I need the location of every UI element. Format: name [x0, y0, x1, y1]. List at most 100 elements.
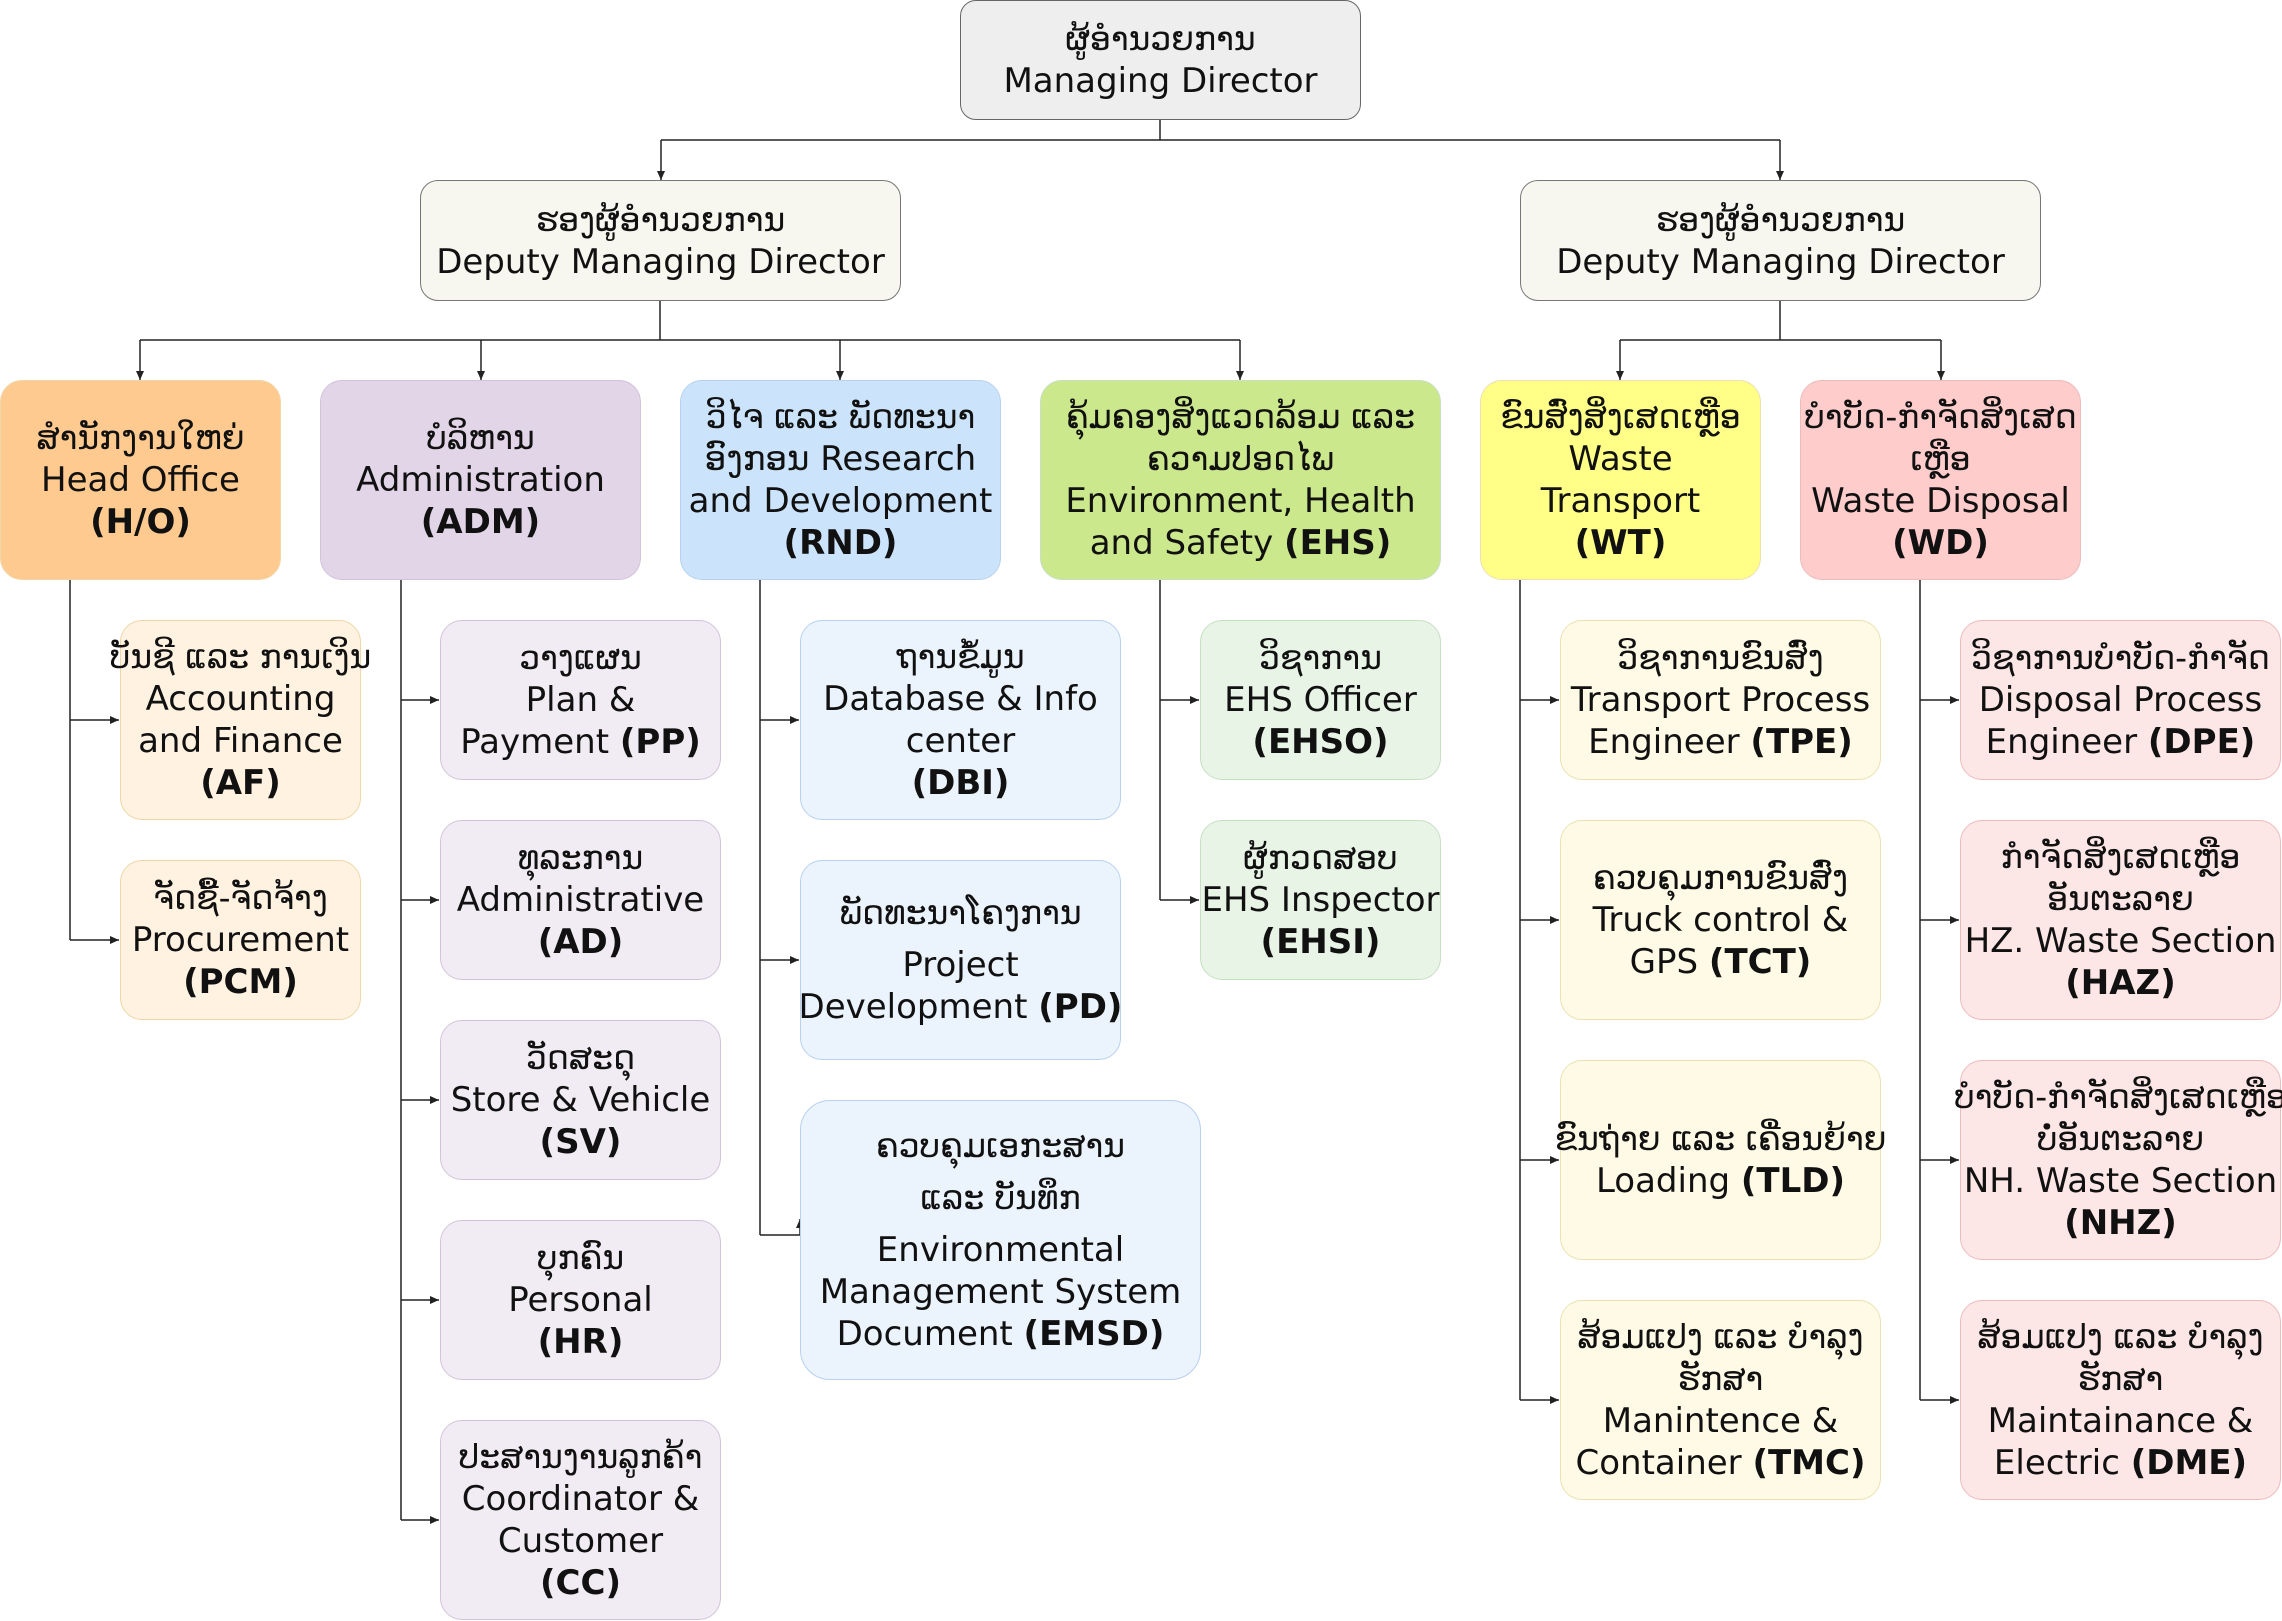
adm-line-1: Administration [356, 459, 605, 501]
ehs-line-3-code: (EHS) [1284, 523, 1392, 563]
pd-line-2: Development (PD) [799, 986, 1123, 1028]
dbi-line-1-text: Database & Info [823, 679, 1098, 719]
pcm-line-2-code: (PCM) [183, 962, 298, 1002]
ad-line-0: ທຸລະການ [518, 837, 644, 879]
pp-line-2-text: Payment [460, 722, 620, 762]
emsd-line-2: Environmental [877, 1229, 1124, 1271]
haz-line-0-text: ກຳຈັດສິ່ງເສດເຫຼືອ [2000, 837, 2241, 876]
hr-line-1: Personal [508, 1279, 653, 1321]
wd-line-0: ບຳບັດ-ກຳຈັດສິ່ງເສດ [1804, 396, 2077, 438]
ho-line-2: (H/O) [90, 501, 191, 543]
md-line-0-text: ຜູ້ອຳນວຍການ [1065, 19, 1256, 58]
ehso-line-1: EHS Officer [1224, 679, 1417, 721]
wd-line-1: ເຫຼືອ [1910, 438, 1970, 480]
ho-line-1: Head Office [41, 459, 240, 501]
nhz-line-1: ບໍ່ອັນຕະລາຍ [2037, 1118, 2204, 1160]
pd-line-2-text: Development [798, 987, 1039, 1027]
wd-line-0-text: ບຳບັດ-ກຳຈັດສິ່ງເສດ [1804, 397, 2077, 436]
ehsi-line-1-text: EHS Inspector [1201, 880, 1440, 920]
pd-line-0: ພັດທະນາໂຄງການ [839, 892, 1081, 934]
pp-line-2-code: (PP) [619, 722, 701, 762]
hr-line-0: ບຸກຄົນ [537, 1237, 624, 1279]
tmc-line-3: Container (TMC) [1575, 1442, 1865, 1484]
cc-line-3: (CC) [540, 1562, 621, 1604]
md-line-1-text: Managing Director [1003, 61, 1318, 101]
cc-line-1-text: Coordinator & [461, 1479, 700, 1519]
haz-line-2-text: HZ. Waste Section [1964, 921, 2277, 961]
cc-line-2-text: Customer [497, 1521, 664, 1561]
cc-line-2: Customer [498, 1520, 663, 1562]
wt-line-2: Transport [1541, 480, 1701, 522]
rnd-line-0-text: ວິໄຈ ແລະ ພັດທະນາ [705, 397, 976, 436]
af-line-0: ບັນຊີ ແລະ ການເງິນ [110, 636, 372, 678]
tct-line-2-code: (TCT) [1708, 942, 1812, 982]
tmc-line-3-text: Container [1575, 1443, 1753, 1483]
hr-line-0-text: ບຸກຄົນ [536, 1238, 625, 1277]
pp-line-2: Payment (PP) [460, 721, 701, 763]
rnd-line-3: (RND) [784, 522, 898, 564]
wd-line-2: Waste Disposal [1811, 480, 2070, 522]
dme-line-3: Electric (DME) [1994, 1442, 2247, 1484]
ehs-line-1: ຄວາມປອດໄພ [1147, 438, 1334, 480]
nhz-line-3: (NHZ) [2064, 1202, 2177, 1244]
tpe-line-1-text: Transport Process [1570, 680, 1871, 720]
af-line-1-text: Accounting [145, 679, 336, 719]
tld-line-0-text: ຂົນຖ່າຍ ແລະ ເຄື່ອນຍ້າຍ [1554, 1119, 1887, 1158]
hr-line-1-text: Personal [508, 1280, 653, 1320]
rnd-line-3-code: (RND) [783, 523, 898, 563]
ehs-line-1-text: ຄວາມປອດໄພ [1147, 439, 1334, 478]
emsd-line-4: Document (EMSD) [837, 1313, 1165, 1355]
tct-line-2-text: GPS [1629, 942, 1709, 982]
haz-line-3-code: (HAZ) [2065, 963, 2176, 1003]
tmc-line-0: ສ້ອມແປງ ແລະ ບຳລຸງ [1577, 1316, 1863, 1358]
haz-line-3: (HAZ) [2065, 962, 2176, 1004]
sv-line-1: Store & Vehicle [451, 1079, 711, 1121]
wd-line-3: (WD) [1892, 522, 1989, 564]
tld-line-1: Loading (TLD) [1596, 1160, 1845, 1202]
dbi-line-3-code: (DBI) [911, 763, 1010, 803]
dbi-line-1: Database & Info [823, 678, 1098, 720]
pcm-line-1-text: Procurement [131, 920, 350, 960]
tct-line-0-text: ຄວບຄຸມການຂົນສົ່ງ [1592, 858, 1849, 897]
cc-line-0: ປະສານງານລູກຄ້າ [459, 1436, 703, 1478]
emsd-line-1: ແລະ ບັນທຶກ [920, 1177, 1081, 1219]
ehso-line-2: (EHSO) [1252, 721, 1388, 763]
dpe-line-1: Disposal Process [1979, 679, 2263, 721]
store-vehicle-box: ວັດສະດຸStore & Vehicle(SV) [440, 1020, 721, 1180]
dbi-line-3: (DBI) [912, 762, 1010, 804]
dbi-line-0: ຖານຂໍ້ມູນ [896, 636, 1024, 678]
nhz-line-2-text: NH. Waste Section [1963, 1161, 2278, 1201]
tct-line-1: Truck control & [1593, 899, 1849, 941]
rnd-line-1: ອົງກອນ Research [705, 438, 976, 480]
ho-line-1-text: Head Office [41, 460, 240, 500]
adm-line-0-text: ບໍລິຫານ [426, 418, 535, 457]
tld-line-0: ຂົນຖ່າຍ ແລະ ເຄື່ອນຍ້າຍ [1555, 1118, 1887, 1160]
ehsi-line-0-text: ຜູ້ກວດສອບ [1243, 838, 1398, 877]
ho-line-0-text: ສຳນັກງານໃຫຍ່ [36, 418, 245, 457]
ehso-line-0: ວິຊາການ [1259, 637, 1382, 679]
cc-line-1: Coordinator & [462, 1478, 700, 1520]
sv-line-0-text: ວັດສະດຸ [525, 1038, 636, 1077]
ehs-line-2-text: Environment, Health [1065, 481, 1416, 521]
wt-line-0: ຂົນສົ່ງສິ່ງເສດເຫຼືອ [1500, 396, 1741, 438]
nhz-line-0-text: ບຳບັດ-ກຳຈັດສິ່ງເສດເຫຼືອ [1954, 1077, 2282, 1116]
ehso-line-0-text: ວິຊາການ [1259, 638, 1382, 677]
emsd-line-3-text: Management System [819, 1272, 1182, 1312]
